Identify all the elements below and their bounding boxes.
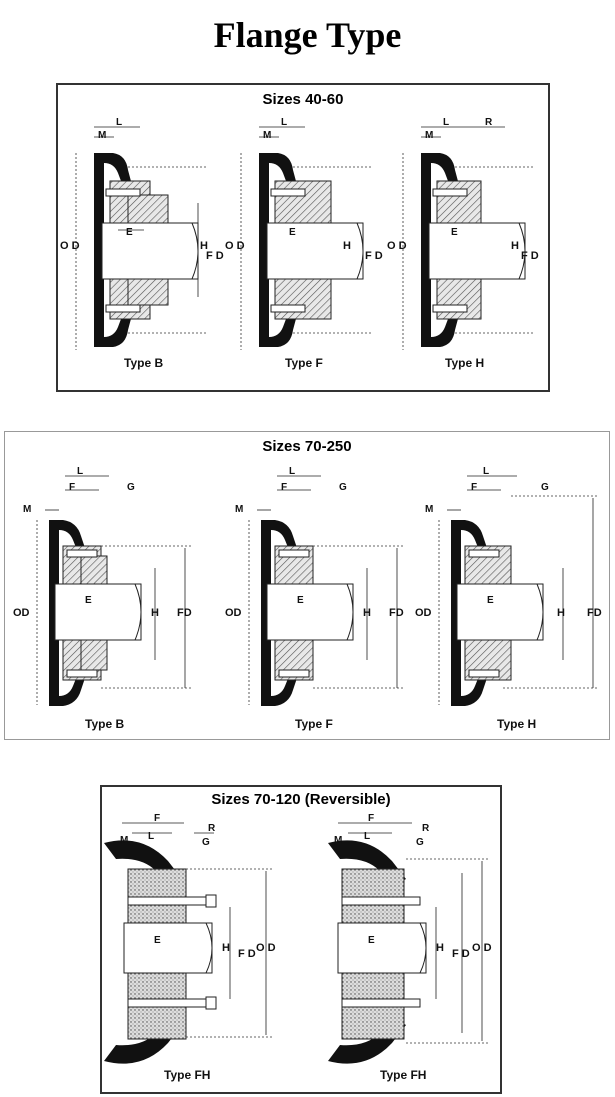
dim-label-fd: F D — [206, 250, 224, 262]
dim-label-g: G — [202, 837, 210, 848]
dim-label-h: H — [557, 607, 565, 619]
page-title: Flange Type — [213, 15, 402, 55]
dim-label-m: M — [425, 130, 433, 141]
dim-label-f: F — [368, 813, 374, 824]
figure-caption: Type FH — [380, 1068, 426, 1082]
panel-title: Sizes 70-120 (Reversible) — [211, 791, 391, 808]
dim-label-g: G — [339, 482, 347, 493]
figure-caption: Type H — [497, 717, 536, 731]
dim-label-fd: FD — [587, 607, 602, 619]
dim-label-r: R — [485, 117, 493, 128]
panel-sizes-40-60: Sizes 40-60 L M O D E H F D Type B — [56, 83, 550, 392]
dim-label-f: F — [471, 482, 477, 493]
dim-label-od: O D — [387, 240, 407, 252]
dim-label-g: G — [416, 837, 424, 848]
dim-label-m: M — [120, 835, 128, 846]
dim-label-h: H — [222, 942, 230, 954]
dim-label-od: O D — [225, 240, 245, 252]
coupling-diagram-type-h: L F G M OD E H FD Type H — [415, 466, 602, 731]
dim-label-od: OD — [13, 607, 30, 619]
dim-label-fd: FD — [177, 607, 192, 619]
dim-label-fd: F D — [365, 250, 383, 262]
dim-label-f: F — [154, 813, 160, 824]
dim-label-e: E — [126, 227, 133, 238]
dim-label-f: F — [281, 482, 287, 493]
dim-label-f: F — [69, 482, 75, 493]
dim-label-r: R — [422, 823, 430, 834]
coupling-diagram-type-fh-2: F M L R G E H F D O D Type FH — [328, 813, 492, 1082]
dim-label-g: G — [127, 482, 135, 493]
figure-caption: Type B — [124, 356, 163, 370]
dim-label-h: H — [343, 240, 351, 252]
dim-label-m: M — [263, 130, 271, 141]
dim-label-od: OD — [225, 607, 242, 619]
dim-label-l: L — [289, 466, 295, 477]
dim-label-e: E — [297, 595, 304, 606]
dim-label-m: M — [235, 504, 243, 515]
dim-label-l: L — [364, 831, 370, 842]
dim-label-h: H — [200, 240, 208, 252]
dim-label-e: E — [487, 595, 494, 606]
dim-label-fd: F D — [452, 948, 470, 960]
dim-label-l: L — [148, 831, 154, 842]
dim-label-fd: FD — [389, 607, 404, 619]
panel-title: Sizes 70-250 — [262, 438, 352, 455]
dim-label-g: G — [541, 482, 549, 493]
dim-label-e: E — [451, 227, 458, 238]
figure-caption: Type F — [295, 717, 333, 731]
dim-label-e: E — [154, 935, 161, 946]
dim-label-od: O D — [256, 942, 276, 954]
dim-label-fd: F D — [521, 250, 539, 262]
dim-label-h: H — [151, 607, 159, 619]
dim-label-m: M — [23, 504, 31, 515]
coupling-diagram-type-h: L R M O D E H F D Type H — [387, 117, 539, 370]
dim-label-e: E — [368, 935, 375, 946]
dim-label-m: M — [334, 835, 342, 846]
dim-label-l: L — [281, 117, 287, 128]
dim-label-e: E — [85, 595, 92, 606]
dim-label-od: O D — [60, 240, 80, 252]
dim-label-l: L — [483, 466, 489, 477]
dim-label-h: H — [511, 240, 519, 252]
coupling-diagram-type-b: L M O D E H F D Type B — [60, 117, 224, 370]
dim-label-od: OD — [415, 607, 432, 619]
dim-label-h: H — [363, 607, 371, 619]
dim-label-l: L — [77, 466, 83, 477]
coupling-diagram-type-f: L M O D E H F D Type F — [225, 117, 383, 370]
figure-caption: Type H — [445, 356, 484, 370]
dim-label-fd: F D — [238, 948, 256, 960]
dim-label-l: L — [443, 117, 449, 128]
dim-label-e: E — [289, 227, 296, 238]
panel-title: Sizes 40-60 — [262, 91, 344, 108]
dim-label-h: H — [436, 942, 444, 954]
panel-sizes-70-120-reversible: Sizes 70-120 (Reversible) F M L R G E H … — [100, 785, 502, 1094]
dim-label-l: L — [116, 117, 122, 128]
figure-caption: Type FH — [164, 1068, 210, 1082]
coupling-diagram-type-b: L F G M OD E H FD Type B — [13, 466, 192, 731]
coupling-diagram-type-fh-1: F M L R G E H F D O D Type FH — [104, 813, 276, 1082]
coupling-diagram-type-f: L F G M OD E H FD Type F — [225, 466, 404, 731]
figure-caption: Type B — [85, 717, 124, 731]
figure-caption: Type F — [285, 356, 323, 370]
dim-label-m: M — [425, 504, 433, 515]
panel-sizes-70-250: Sizes 70-250 L F G M OD E H FD Type B — [4, 431, 610, 740]
dim-label-r: R — [208, 823, 216, 834]
dim-label-m: M — [98, 130, 106, 141]
dim-label-od: O D — [472, 942, 492, 954]
